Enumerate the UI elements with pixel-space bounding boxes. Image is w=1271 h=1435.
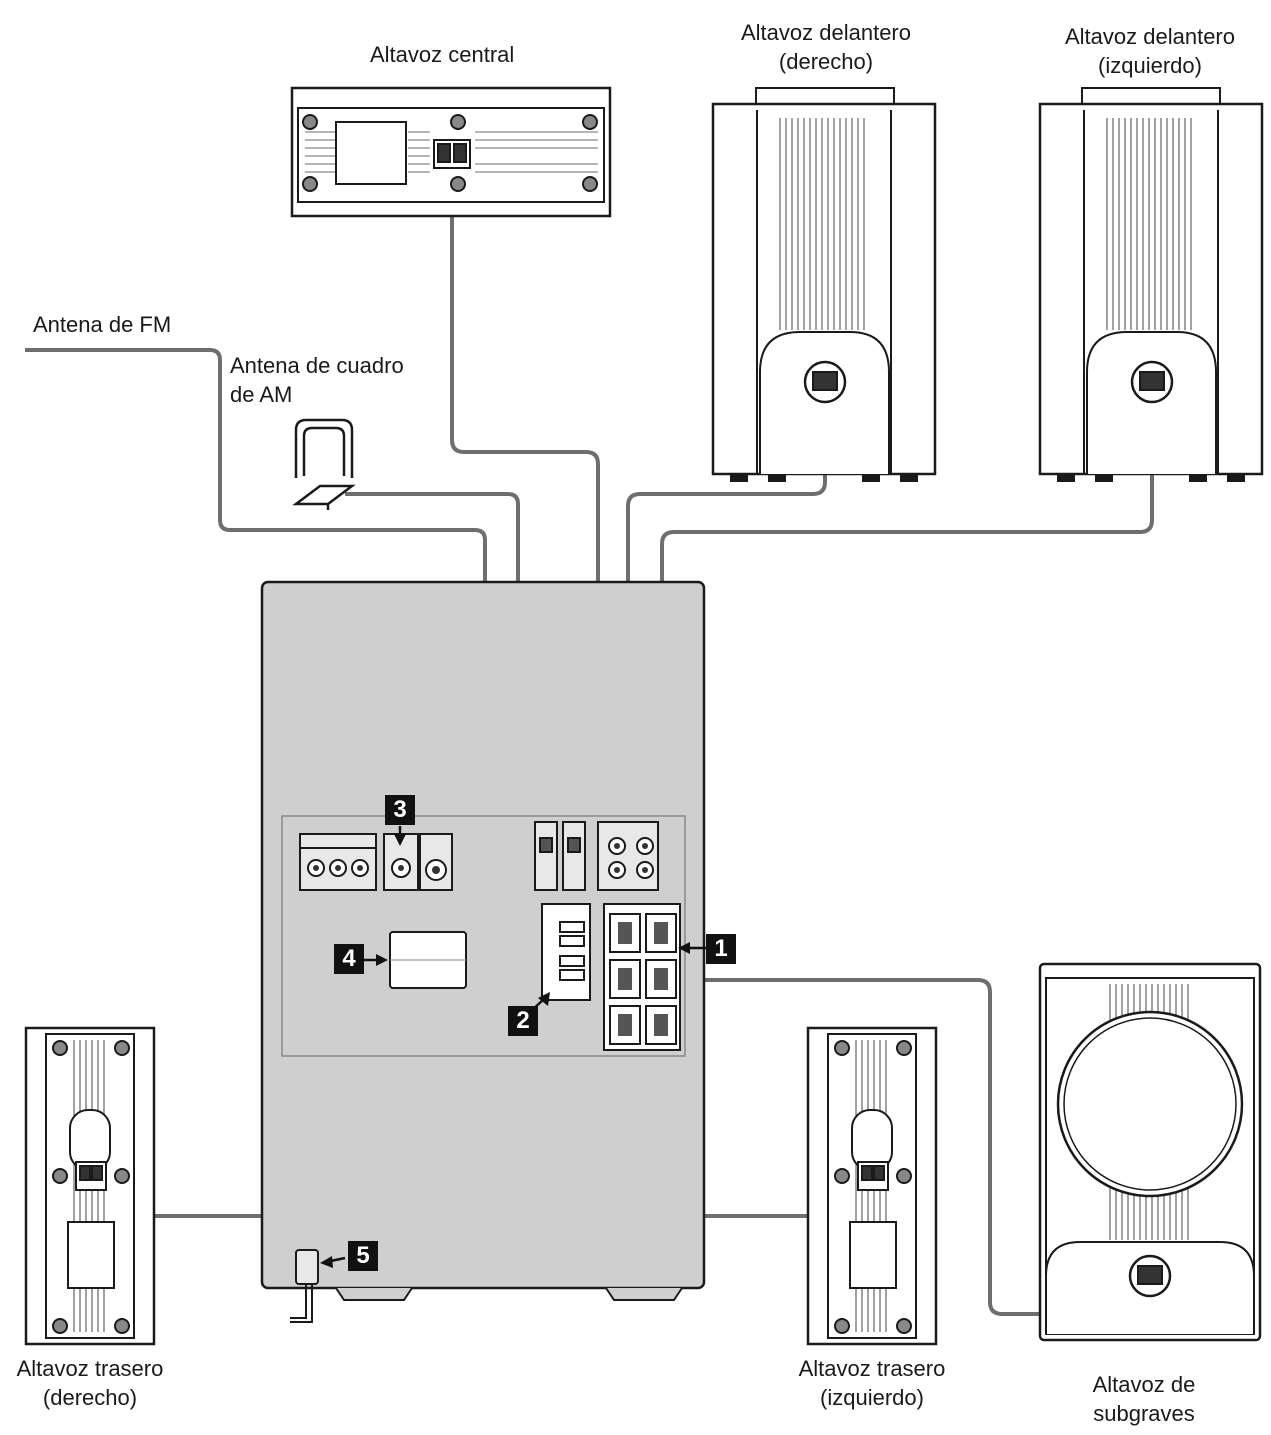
rear-right-speaker-label: Altavoz trasero (derecho) <box>0 1354 180 1412</box>
subwoofer-cable <box>675 978 1152 1316</box>
rear-right-label-line-1: Altavoz trasero <box>16 1356 164 1381</box>
callout-4: 4 <box>334 944 364 974</box>
rear-left-speaker <box>806 1026 938 1346</box>
center-speaker <box>290 86 612 218</box>
rear-right-speaker <box>24 1026 156 1346</box>
rear-right-label-line-2: (derecho) <box>42 1385 138 1410</box>
subwoofer-label-line-2: subgraves <box>1093 1401 1195 1426</box>
front-left-label-line-1: Altavoz delantero <box>1065 24 1235 49</box>
callout-3: 3 <box>385 795 415 825</box>
subwoofer-speaker <box>1038 962 1262 1342</box>
front-right-label-line-2: (derecho) <box>778 49 874 74</box>
callout-5: 5 <box>348 1241 378 1271</box>
callout-2: 2 <box>508 1006 538 1036</box>
subwoofer-label-line-1: Altavoz de <box>1092 1372 1196 1397</box>
am-antenna-label-line-1: Antena de cuadro <box>230 353 404 378</box>
rear-left-label-line-1: Altavoz trasero <box>798 1356 946 1381</box>
front-left-speaker <box>1038 87 1264 482</box>
am-antenna-label-line-2: de AM <box>230 382 293 407</box>
rear-left-label-line-2: (izquierdo) <box>820 1385 924 1410</box>
callout-arrows <box>320 826 706 1268</box>
fm-antenna-label-line: Antena de FM <box>33 312 172 337</box>
center-speaker-label-line: Altavoz central <box>370 42 515 67</box>
subwoofer-label: Altavoz de subgraves <box>1064 1370 1224 1428</box>
fm-antenna-label: Antena de FM <box>33 310 171 339</box>
callout-1: 1 <box>706 934 736 964</box>
main-unit <box>260 580 706 1323</box>
front-right-speaker-label: Altavoz delantero (derecho) <box>724 18 928 76</box>
am-antenna-label: Antena de cuadro de AM <box>230 351 404 409</box>
front-right-speaker <box>711 87 937 482</box>
front-left-speaker-label: Altavoz delantero (izquierdo) <box>1048 22 1252 80</box>
am-loop-antenna <box>292 418 356 510</box>
rear-left-speaker-label: Altavoz trasero (izquierdo) <box>782 1354 962 1412</box>
center-speaker-label: Altavoz central <box>370 40 514 69</box>
front-left-label-line-2: (izquierdo) <box>1098 53 1202 78</box>
front-right-label-line-1: Altavoz delantero <box>741 20 911 45</box>
